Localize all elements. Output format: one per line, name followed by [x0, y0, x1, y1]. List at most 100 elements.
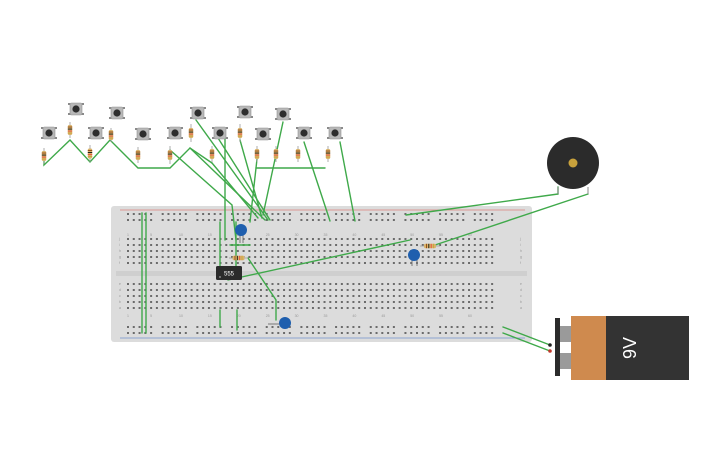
breadboard-hole[interactable] — [242, 326, 245, 328]
wire[interactable] — [502, 332, 551, 352]
breadboard-hole[interactable] — [468, 244, 471, 246]
breadboard-hole[interactable] — [358, 283, 361, 285]
breadboard-hole[interactable] — [132, 238, 135, 240]
breadboard-hole[interactable] — [150, 301, 153, 303]
breadboard-hole[interactable] — [254, 262, 257, 264]
breadboard-hole[interactable] — [271, 301, 274, 303]
breadboard-hole[interactable] — [358, 256, 361, 258]
wire[interactable] — [434, 193, 589, 246]
resistor[interactable] — [273, 146, 279, 162]
breadboard-hole[interactable] — [288, 250, 291, 252]
breadboard-hole[interactable] — [311, 289, 314, 291]
breadboard-hole[interactable] — [444, 307, 447, 309]
breadboard-hole[interactable] — [236, 219, 239, 221]
breadboard-hole[interactable] — [416, 244, 418, 246]
breadboard-hole[interactable] — [271, 256, 274, 258]
breadboard-hole[interactable] — [271, 262, 274, 264]
breadboard-hole[interactable] — [300, 256, 303, 258]
breadboard-hole[interactable] — [346, 244, 349, 246]
breadboard-hole[interactable] — [323, 301, 326, 303]
breadboard-hole[interactable] — [404, 250, 407, 252]
wire[interactable] — [262, 121, 284, 216]
breadboard-hole[interactable] — [404, 301, 407, 303]
breadboard-hole[interactable] — [202, 301, 205, 303]
breadboard-hole[interactable] — [439, 295, 442, 297]
breadboard-hole[interactable] — [473, 256, 476, 258]
breadboard-hole[interactable] — [213, 289, 216, 291]
breadboard-hole[interactable] — [491, 213, 494, 215]
breadboard-hole[interactable] — [167, 289, 170, 291]
breadboard-hole[interactable] — [242, 301, 245, 303]
breadboard-hole[interactable] — [150, 307, 153, 309]
breadboard-hole[interactable] — [306, 289, 309, 291]
breadboard-hole[interactable] — [283, 219, 286, 221]
breadboard-hole[interactable] — [265, 219, 268, 221]
breadboard-hole[interactable] — [392, 326, 395, 328]
breadboard-hole[interactable] — [277, 289, 280, 291]
breadboard-hole[interactable] — [288, 238, 291, 240]
breadboard-hole[interactable] — [236, 213, 239, 215]
breadboard-hole[interactable] — [317, 244, 320, 246]
breadboard-hole[interactable] — [219, 289, 222, 291]
breadboard-hole[interactable] — [479, 332, 482, 334]
breadboard-hole[interactable] — [277, 213, 280, 215]
breadboard-hole[interactable] — [254, 219, 257, 221]
breadboard-hole[interactable] — [271, 289, 274, 291]
breadboard-hole[interactable] — [369, 244, 372, 246]
breadboard-hole[interactable] — [167, 283, 170, 285]
breadboard-hole[interactable] — [190, 283, 193, 285]
breadboard-hole[interactable] — [179, 213, 182, 215]
breadboard-hole[interactable] — [369, 326, 372, 328]
breadboard-hole[interactable] — [225, 244, 228, 246]
breadboard-hole[interactable] — [369, 295, 372, 297]
breadboard-hole[interactable] — [196, 262, 199, 264]
breadboard-hole[interactable] — [323, 244, 326, 246]
breadboard-hole[interactable] — [392, 238, 395, 240]
breadboard-hole[interactable] — [340, 244, 343, 246]
breadboard-hole[interactable] — [317, 262, 320, 264]
breadboard-hole[interactable] — [387, 307, 390, 309]
breadboard-hole[interactable] — [242, 332, 245, 334]
breadboard-hole[interactable] — [358, 332, 361, 334]
breadboard-holes[interactable] — [120, 209, 525, 339]
breadboard-hole[interactable] — [358, 219, 361, 221]
breadboard-hole[interactable] — [184, 295, 187, 297]
breadboard-hole[interactable] — [179, 289, 182, 291]
breadboard-hole[interactable] — [248, 326, 251, 328]
breadboard-hole[interactable] — [196, 307, 199, 309]
resistor[interactable] — [295, 146, 301, 162]
resistor[interactable] — [325, 146, 331, 162]
breadboard-hole[interactable] — [150, 250, 153, 252]
breadboard-hole[interactable] — [352, 219, 355, 221]
breadboard-hole[interactable] — [369, 307, 372, 309]
breadboard-hole[interactable] — [387, 301, 390, 303]
breadboard-hole[interactable] — [444, 219, 447, 221]
breadboard-hole[interactable] — [340, 238, 343, 240]
breadboard-hole[interactable] — [479, 307, 482, 309]
breadboard-hole[interactable] — [323, 326, 326, 328]
breadboard-hole[interactable] — [138, 301, 141, 303]
breadboard-hole[interactable] — [173, 238, 176, 240]
breadboard-hole[interactable] — [317, 256, 320, 258]
breadboard-hole[interactable] — [404, 283, 407, 285]
breadboard-hole[interactable] — [283, 244, 286, 246]
resistor[interactable] — [167, 146, 173, 164]
breadboard-hole[interactable] — [173, 289, 176, 291]
push-button[interactable] — [109, 106, 125, 120]
resistor[interactable] — [188, 124, 194, 142]
breadboard-hole[interactable] — [207, 283, 210, 285]
breadboard-hole[interactable] — [381, 244, 384, 246]
breadboard-hole[interactable] — [369, 256, 372, 258]
breadboard-hole[interactable] — [340, 295, 343, 297]
ic-555[interactable]: 555 — [216, 266, 242, 280]
wire[interactable] — [339, 141, 356, 222]
breadboard-hole[interactable] — [427, 326, 430, 328]
breadboard-hole[interactable] — [433, 283, 436, 285]
breadboard-hole[interactable] — [277, 307, 280, 309]
breadboard-hole[interactable] — [491, 289, 494, 291]
breadboard-hole[interactable] — [444, 262, 447, 264]
breadboard-hole[interactable] — [254, 250, 257, 252]
breadboard-hole[interactable] — [468, 295, 471, 297]
breadboard-hole[interactable] — [294, 295, 297, 297]
